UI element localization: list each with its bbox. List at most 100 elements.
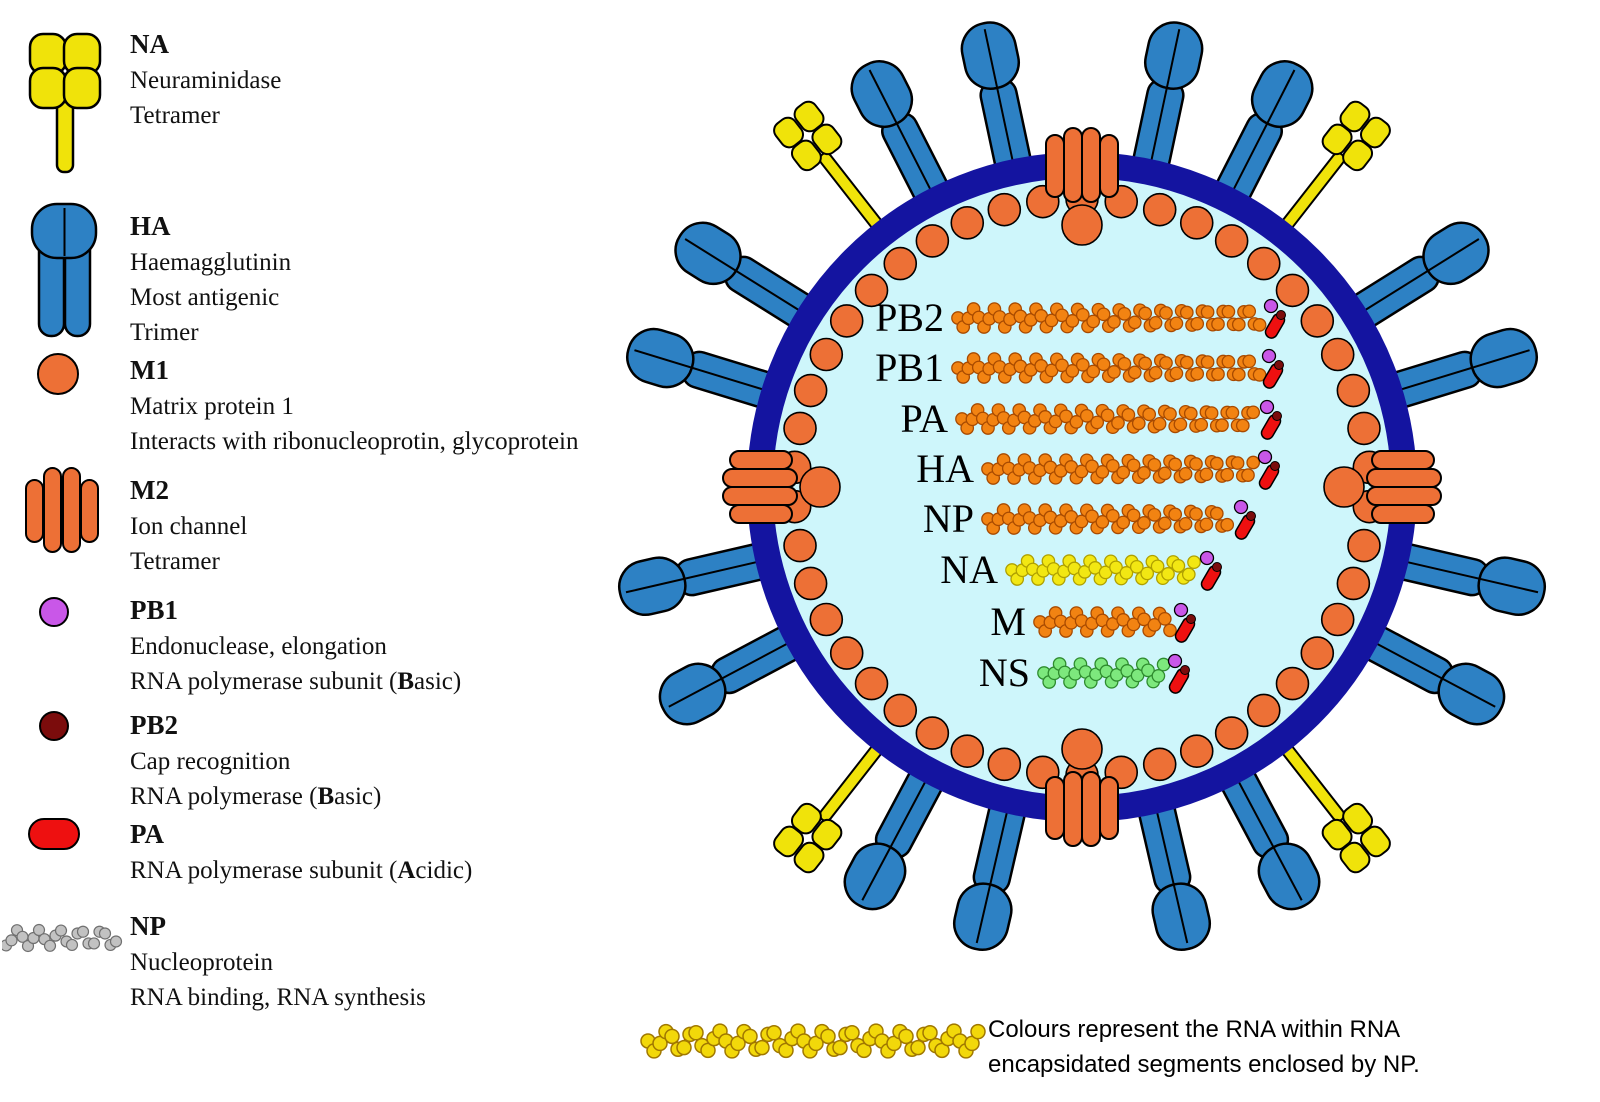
m1-matrix-bead: [950, 734, 985, 768]
m1-matrix-bead: [915, 224, 950, 258]
legend-abbr-ha: HA: [130, 211, 171, 241]
pa-icon: [28, 818, 80, 850]
m2-ion-channel: [1045, 771, 1119, 847]
legend-line: Interacts with ribonucleoprotin, glycopr…: [130, 428, 579, 455]
pb2-icon: [39, 711, 69, 741]
legend-line: Nucleoprotein: [130, 949, 274, 976]
legend-entry-pa: PA RNA polymerase subunit (Acidic): [130, 816, 472, 888]
na-spike: [773, 100, 895, 245]
m1-matrix-bead: [1320, 602, 1355, 637]
pb1-dot: [1263, 298, 1279, 314]
m1-matrix-bead: [783, 528, 817, 563]
rna-segment: [951, 352, 1267, 384]
pb1-icon: [39, 597, 69, 627]
legend-abbr-m1: M1: [130, 355, 169, 385]
footnote-line: encapsidated segments enclosed by NP.: [988, 1051, 1420, 1078]
m1-matrix-bead: [1214, 716, 1249, 750]
m2-ion-channel: [722, 450, 798, 524]
m2-inner-blob: [1061, 728, 1103, 770]
legend-line: Ion channel: [130, 513, 248, 540]
legend-entry-pb2: PB2 Cap recognition RNA polymerase (Basi…: [130, 707, 381, 814]
legend-line: Tetramer: [130, 548, 220, 575]
m1-matrix-bead: [1347, 411, 1381, 446]
m1-matrix-bead: [793, 566, 828, 601]
m1-matrix-bead: [1179, 734, 1214, 768]
pb2-dot: [1270, 461, 1280, 471]
legend-entry-pb1: PB1 Endonuclease, elongation RNA polymer…: [130, 592, 461, 699]
legend-line: RNA polymerase subunit (Basic): [130, 668, 462, 695]
legend-line: Endonuclease, elongation: [130, 633, 387, 660]
np-nucleoprotein-icon: [2, 923, 123, 953]
legend-line: Neuraminidase: [130, 67, 282, 94]
m1-matrix-bead: [1214, 224, 1249, 258]
legend-line: RNA binding, RNA synthesis: [130, 984, 426, 1011]
legend-line: Trimer: [130, 319, 199, 346]
rna-segment-label: NS: [979, 650, 1030, 695]
m1-matrix-bead: [829, 304, 864, 338]
pb2-dot: [1246, 511, 1256, 521]
legend-abbr-pb2: PB2: [130, 710, 179, 740]
m2-ion-channel: [1045, 127, 1119, 203]
legend-entry-m1: M1 Matrix protein 1 Interacts with ribon…: [130, 352, 579, 459]
rna-segment-label: PA: [901, 396, 949, 441]
rna-segment: [981, 453, 1261, 485]
m1-matrix-bead: [809, 602, 844, 637]
na-spike: [773, 729, 895, 874]
pb1-dot: [1173, 602, 1189, 618]
legend-entry-np: NP Nucleoprotein RNA binding, RNA synthe…: [130, 908, 426, 1015]
legend-abbr-pb1: PB1: [130, 595, 179, 625]
legend-line: Cap recognition: [130, 748, 291, 775]
legend-entry-m2: M2 Ion channel Tetramer: [130, 472, 247, 579]
legend-line: Matrix protein 1: [130, 393, 294, 420]
pb1-dot: [1167, 653, 1183, 669]
m1-matrix-bead: [1275, 273, 1310, 308]
rna-segment: [951, 302, 1267, 334]
m1-matrix-bead: [950, 206, 985, 240]
m1-matrix-bead: [987, 192, 1022, 227]
m1-matrix-bead: [783, 411, 817, 446]
na-spike: [1269, 100, 1391, 245]
m2-ion-channel-icon: [25, 467, 99, 553]
legend-entry-na: NA Neuraminidase Tetramer: [130, 26, 281, 133]
m2-ion-channel: [1366, 450, 1442, 524]
legend-abbr-pa: PA: [130, 819, 164, 849]
rna-segment-label: M: [990, 599, 1026, 644]
legend-abbr-np: NP: [130, 911, 166, 941]
m1-matrix-bead: [809, 337, 844, 372]
rna-segment-label: NP: [923, 496, 974, 541]
m1-matrix-bead: [854, 666, 889, 701]
m1-matrix-bead: [1320, 337, 1355, 372]
legend-line: Tetramer: [130, 102, 220, 129]
pb1-dot: [1233, 499, 1249, 515]
pb1-dot: [1261, 348, 1277, 364]
m1-matrix-bead: [1179, 206, 1214, 240]
m1-matrix-bead: [1142, 192, 1177, 227]
legend-line: Most antigenic: [130, 284, 280, 311]
footnote-caption: Colours represent the RNA within RNA enc…: [988, 1012, 1420, 1082]
rna-segment-label: HA: [916, 446, 974, 491]
legend-line: RNA polymerase (Basic): [130, 783, 382, 810]
pb2-dot: [1272, 411, 1282, 421]
m1-matrix-bead: [915, 716, 950, 750]
rna-segment-label: PB2: [875, 295, 944, 340]
m1-matrix-bead: [1246, 246, 1281, 281]
pb2-dot: [1274, 360, 1284, 370]
pb2-dot: [1186, 614, 1196, 624]
m1-matrix-bead: [1246, 693, 1281, 728]
m1-matrix-bead: [1336, 566, 1371, 601]
m1-matrix-bead: [1347, 528, 1381, 563]
rna-segment-label: PB1: [875, 345, 944, 390]
pb2-dot: [1276, 310, 1286, 320]
m1-matrix-bead: [883, 693, 918, 728]
rna-segment: [981, 503, 1235, 535]
m1-matrix-bead: [883, 246, 918, 281]
ha-trimer-icon: [30, 202, 98, 338]
m2-inner-blob: [799, 466, 841, 508]
m1-matrix-bead: [987, 747, 1022, 782]
m1-matrix-bead: [1336, 373, 1371, 408]
m1-matrix-bead: [793, 373, 828, 408]
pb2-dot: [1180, 665, 1190, 675]
rna-segment: [1005, 554, 1201, 586]
